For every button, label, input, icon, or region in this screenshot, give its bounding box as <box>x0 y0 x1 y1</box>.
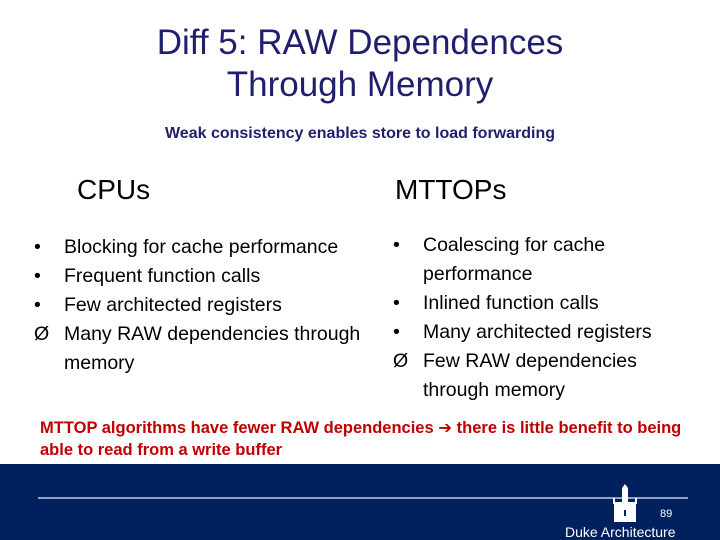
page-number: 89 <box>660 508 673 520</box>
title-line-1: Diff 5: RAW Dependences <box>156 23 564 62</box>
title-line-2: Through Memory <box>226 65 494 104</box>
bullet-icon: • <box>34 294 41 316</box>
slide-title: Diff 5: RAW Dependences Through Memory <box>0 22 720 106</box>
cpus-heading: CPUs <box>77 174 151 205</box>
cpus-list: • Blocking for cache performance • Frequ… <box>34 233 364 378</box>
right-arrow-icon: ➔ <box>438 419 453 437</box>
conclusion-part-2: there is little benefit to being able to… <box>40 419 682 459</box>
bullet-icon: • <box>393 321 400 343</box>
footer-bar: 89 Duke Architecture <box>0 464 720 540</box>
duke-chapel-icon <box>613 484 637 522</box>
list-item-text: Many architected registers <box>423 321 652 343</box>
list-item: • Frequent function calls <box>34 262 364 291</box>
list-item-text: Coalescing for cache performance <box>423 234 606 285</box>
mttops-list: • Coalescing for cache performance • Inl… <box>393 231 703 405</box>
list-item-text: Frequent function calls <box>64 265 261 287</box>
list-item-text: Few architected registers <box>64 294 282 316</box>
list-item: • Many architected registers <box>393 318 703 347</box>
arrow-bullet-icon: Ø <box>34 323 50 345</box>
bullet-icon: • <box>34 236 41 258</box>
footer-divider <box>38 497 688 499</box>
list-item: • Blocking for cache performance <box>34 233 364 262</box>
list-item: • Coalescing for cache performance <box>393 231 703 289</box>
slide-subtitle: Weak consistency enables store to load f… <box>164 125 556 142</box>
conclusion-part-1: MTTOP algorithms have fewer RAW dependen… <box>40 419 439 437</box>
mttops-heading: MTTOPs <box>395 174 507 205</box>
arrow-bullet-icon: Ø <box>393 350 409 372</box>
list-item: Ø Many RAW dependencies through memory <box>34 320 364 378</box>
list-item-text: Blocking for cache performance <box>64 236 339 258</box>
list-item-text: Inlined function calls <box>423 292 599 314</box>
conclusion-text: MTTOP algorithms have fewer RAW dependen… <box>40 417 690 461</box>
bullet-icon: • <box>393 234 400 256</box>
list-item: Ø Few RAW dependencies through memory <box>393 347 703 405</box>
list-item-text: Many RAW dependencies through memory <box>64 323 361 374</box>
list-item: • Few architected registers <box>34 291 364 320</box>
brand-label: Duke Architecture <box>565 524 676 540</box>
list-item-text: Few RAW dependencies through memory <box>423 350 637 401</box>
bullet-icon: • <box>34 265 41 287</box>
list-item: • Inlined function calls <box>393 289 703 318</box>
bullet-icon: • <box>393 292 400 314</box>
